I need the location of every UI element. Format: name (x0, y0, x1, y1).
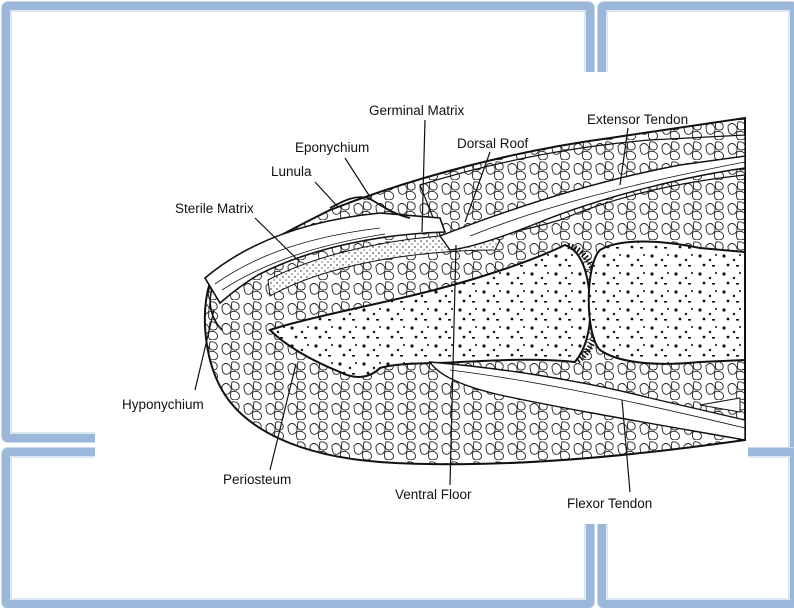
label-eponychium: Eponychium (295, 140, 369, 155)
nail-anatomy-diagram: Germinal Matrix Extensor Tendon Eponychi… (95, 72, 748, 524)
label-hyponychium: Hyponychium (122, 397, 204, 412)
label-extensor-tendon: Extensor Tendon (587, 112, 688, 127)
label-germinal-matrix: Germinal Matrix (369, 103, 465, 118)
label-flexor-tendon: Flexor Tendon (567, 496, 652, 511)
label-sterile-matrix: Sterile Matrix (175, 201, 254, 216)
label-ventral-floor: Ventral Floor (395, 487, 472, 502)
label-dorsal-roof: Dorsal Roof (457, 136, 529, 151)
middle-phalanx (589, 242, 745, 364)
label-periosteum: Periosteum (223, 472, 291, 487)
label-lunula: Lunula (271, 164, 312, 179)
